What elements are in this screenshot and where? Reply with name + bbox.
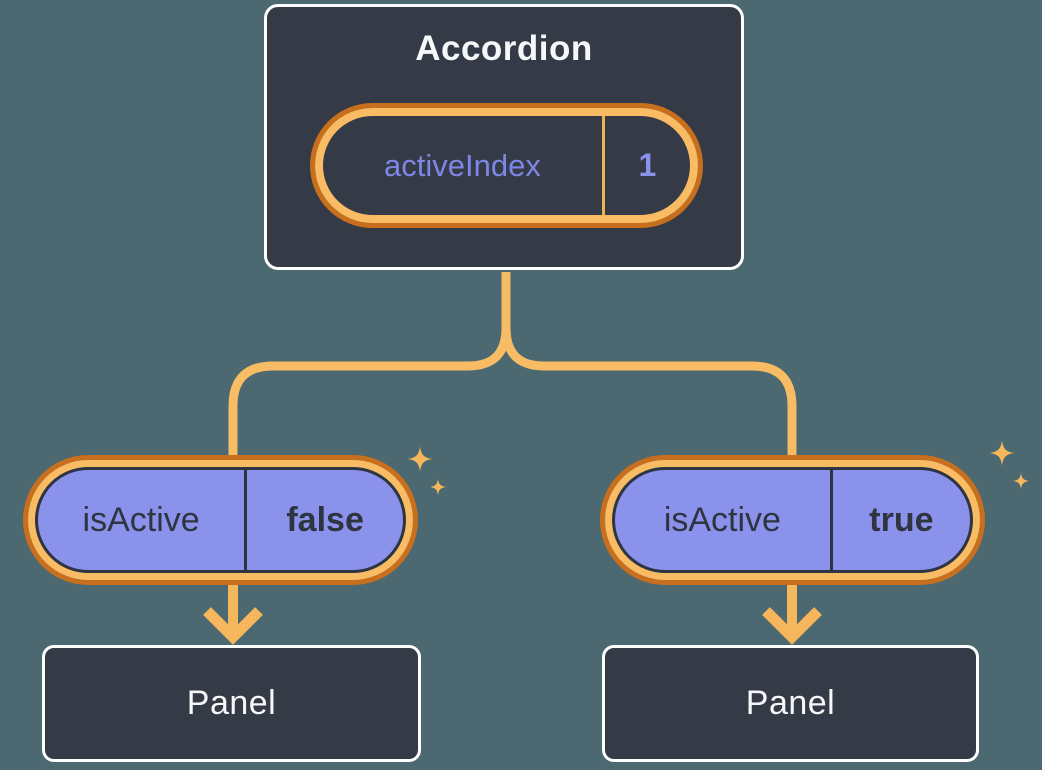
state-name-cell: isActive bbox=[615, 470, 830, 570]
pill-divider bbox=[829, 470, 833, 570]
state-name: isActive bbox=[82, 500, 200, 539]
state-name: activeIndex bbox=[384, 147, 541, 183]
state-value-cell: 1 bbox=[605, 116, 690, 215]
state-pill-body: isActive false bbox=[35, 467, 406, 573]
panel-box-left: Panel bbox=[42, 645, 421, 762]
sparkle-icon bbox=[407, 446, 433, 472]
component-title: Accordion bbox=[415, 29, 593, 68]
state-name: isActive bbox=[663, 500, 781, 539]
state-pill-ring: isActive true bbox=[605, 460, 980, 580]
state-value: 1 bbox=[638, 147, 657, 183]
state-value: false bbox=[286, 500, 364, 539]
connector-branch-left bbox=[228, 272, 511, 458]
state-value-cell: true bbox=[833, 470, 970, 570]
state-pill-body: isActive true bbox=[612, 467, 973, 573]
arrow-down-icon bbox=[203, 607, 263, 645]
state-pill-isactive-left: isActive false bbox=[23, 455, 418, 585]
sparkle-icon bbox=[1013, 473, 1029, 489]
state-pill-isactive-right: isActive true bbox=[600, 455, 985, 585]
pill-divider bbox=[244, 470, 248, 570]
sparkle-icon bbox=[430, 479, 446, 495]
state-name-cell: activeIndex bbox=[323, 116, 602, 215]
state-value-cell: false bbox=[247, 470, 403, 570]
state-pill-ring: isActive false bbox=[28, 460, 413, 580]
sparkle-icon bbox=[989, 440, 1015, 466]
panel-box-right: Panel bbox=[602, 645, 979, 762]
state-pill-activeindex: activeIndex 1 bbox=[310, 103, 703, 228]
state-pill-ring: activeIndex 1 bbox=[315, 108, 698, 223]
panel-label: Panel bbox=[186, 684, 277, 722]
panel-label: Panel bbox=[745, 684, 836, 722]
connector-branch-right bbox=[501, 272, 797, 458]
pill-divider bbox=[601, 116, 605, 215]
state-name-cell: isActive bbox=[38, 470, 244, 570]
arrow-down-icon bbox=[762, 607, 822, 645]
state-value: true bbox=[869, 500, 934, 539]
